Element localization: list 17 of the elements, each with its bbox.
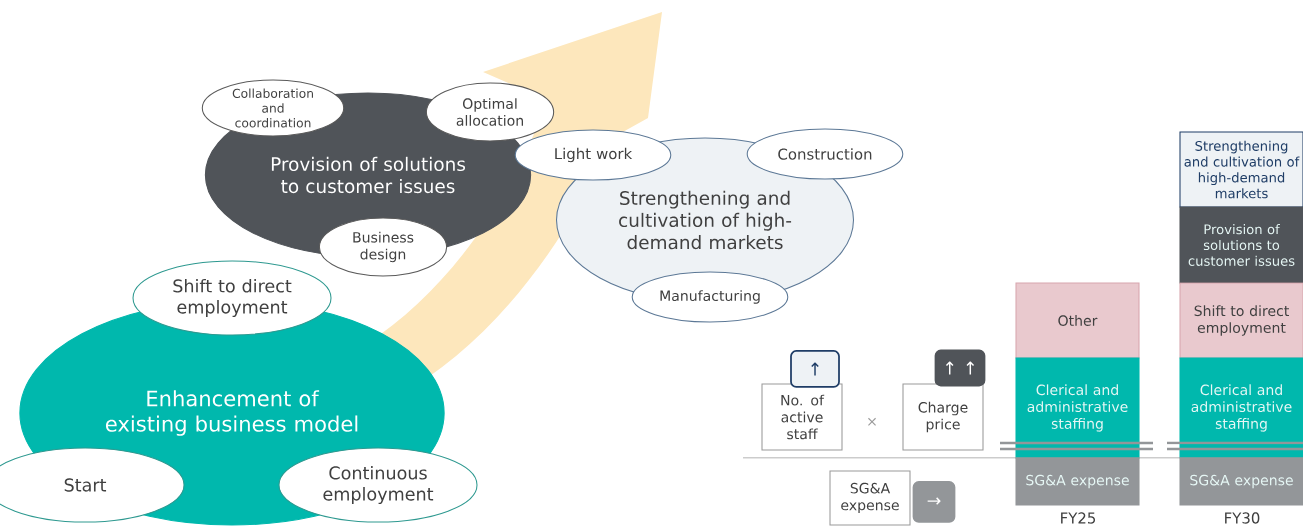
bar-segment: Strengthening and cultivation of high-demand markets <box>1179 131 1303 208</box>
bar-segment: Clerical and administrative staffing <box>1015 357 1140 459</box>
factor-box: No. of active staff <box>761 383 843 451</box>
multiply-sign: × <box>868 417 876 426</box>
node-label: Continuous employment <box>323 465 434 505</box>
bar-segment: Other <box>1015 282 1140 359</box>
trend-badge: → <box>912 481 956 523</box>
trend-badge: ↑ <box>790 350 840 388</box>
bar-segment: Provision of solutions to customer issues <box>1179 206 1303 284</box>
bar-segment: SG&A expense <box>1179 457 1303 506</box>
trend-badge: ↑ ↑ <box>934 349 986 387</box>
node-label: Start <box>64 478 107 492</box>
bar-segment: SG&A expense <box>1015 457 1140 506</box>
factor-box: SG&A expense <box>829 470 911 526</box>
bar-segment: Shift to direct employment <box>1179 282 1303 359</box>
bar-segment: Clerical and administrative staffing <box>1179 357 1303 459</box>
factor-box: Charge price <box>902 383 984 451</box>
